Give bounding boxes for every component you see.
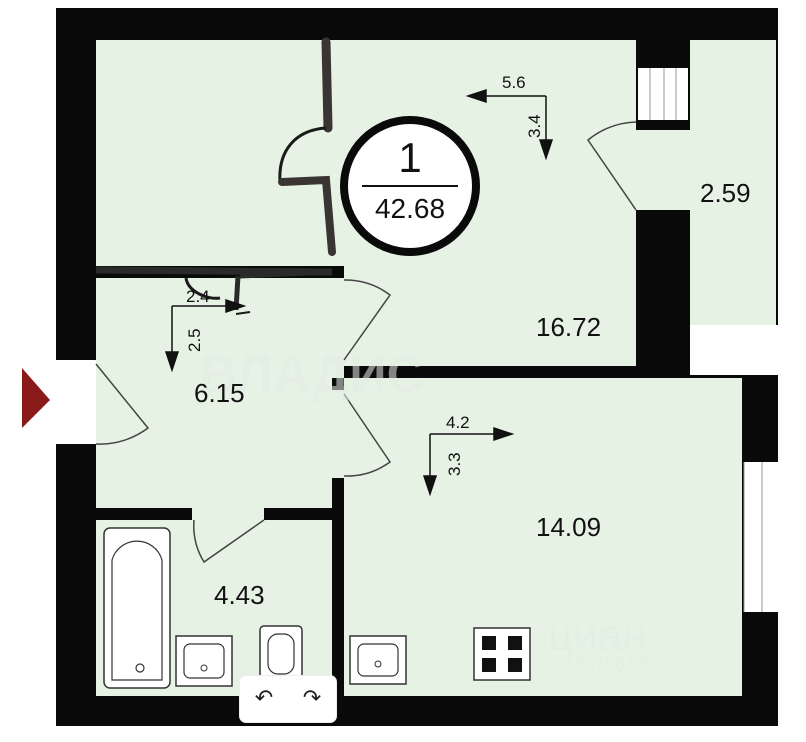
room-hallway xyxy=(96,278,332,508)
hallway-area: 6.15 xyxy=(194,378,245,408)
room-living-lower xyxy=(344,260,636,366)
kitchen-width: 4.2 xyxy=(446,413,470,432)
entrance-marker xyxy=(22,368,50,428)
agency-watermark: ВЛАДИС xyxy=(200,346,424,404)
kitchen-area: 14.09 xyxy=(536,512,601,542)
loggia-area: 2.59 xyxy=(700,178,751,208)
hallway-length: 2.5 xyxy=(185,328,204,352)
room-count: 1 xyxy=(398,134,421,181)
entrance-opening xyxy=(56,360,96,444)
hallway-width: 2.4 xyxy=(186,287,210,306)
exterior-right xyxy=(780,0,806,742)
room-kitchen xyxy=(344,378,742,696)
window-loggia xyxy=(638,68,688,120)
bathroom-area: 4.43 xyxy=(214,580,265,610)
portal-id-watermark: ID 33756135 xyxy=(552,654,655,674)
living-room-area: 16.72 xyxy=(536,312,601,342)
rotate-left-icon[interactable]: ↶ xyxy=(254,686,274,711)
rotate-toolbar: ↶ ↷ xyxy=(240,676,336,722)
living-room-length: 3.4 xyxy=(525,114,544,138)
living-room-width: 5.6 xyxy=(502,73,526,92)
kitchen-length: 3.3 xyxy=(445,452,464,476)
total-area: 42.68 xyxy=(375,193,445,224)
stove xyxy=(473,627,531,681)
bathtub xyxy=(103,527,171,689)
portal-watermark: циан xyxy=(548,611,647,660)
room-loggia xyxy=(690,40,776,325)
rotate-right-icon[interactable]: ↷ xyxy=(302,686,322,711)
